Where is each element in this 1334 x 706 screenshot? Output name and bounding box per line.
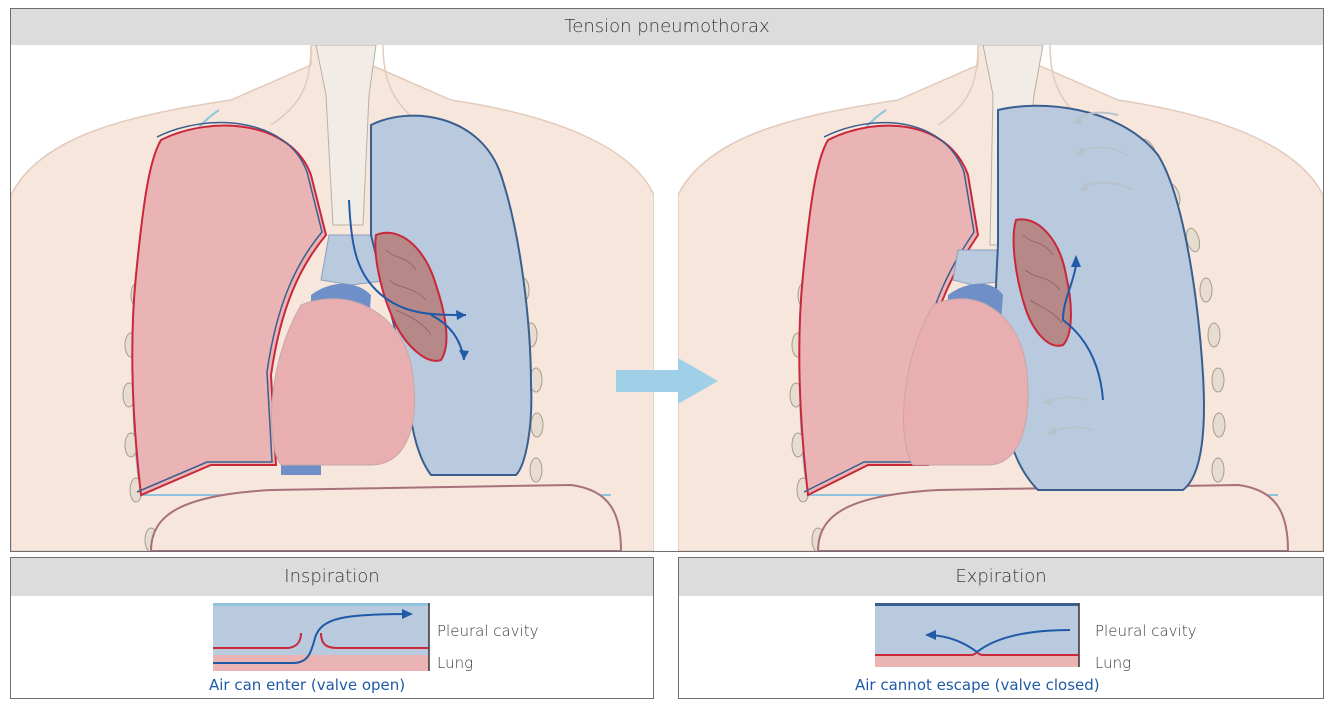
inspiration-title: Inspiration — [11, 558, 653, 596]
transition-arrow-icon — [616, 358, 718, 404]
expiration-caption: Air cannot escape (valve closed) — [855, 676, 1100, 694]
inspiration-detail-panel: Inspiration Pleural cavity Lung Air can … — [10, 557, 654, 699]
expiration-title: Expiration — [679, 558, 1323, 596]
inspiration-pleural-label: Pleural cavity — [437, 622, 539, 640]
inspiration-chest-illustration — [11, 45, 654, 551]
expiration-pleural-label: Pleural cavity — [1095, 622, 1197, 640]
inspiration-caption: Air can enter (valve open) — [209, 676, 406, 694]
expiration-lung-label: Lung — [1095, 654, 1132, 672]
inspiration-lung-label: Lung — [437, 654, 474, 672]
expiration-chest-illustration — [678, 45, 1323, 551]
figure-title: Tension pneumothorax — [11, 9, 1323, 45]
inspiration-valve-diagram — [213, 603, 430, 671]
expiration-detail-panel: Expiration Pleural cavity Lung Air canno… — [678, 557, 1324, 699]
expiration-valve-diagram — [875, 603, 1080, 667]
